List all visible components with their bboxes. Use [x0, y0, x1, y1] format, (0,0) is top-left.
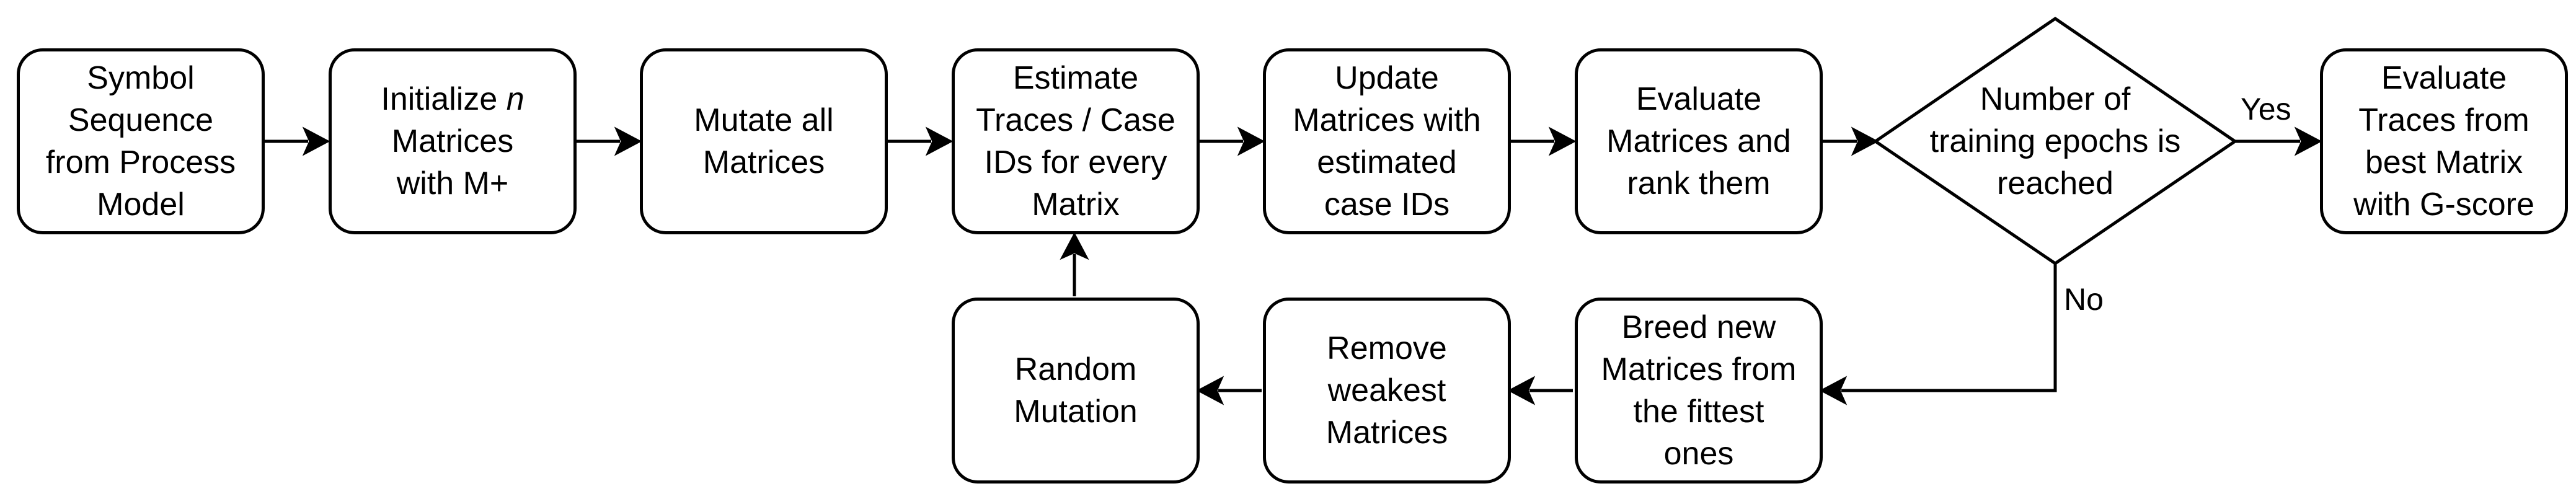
node-breed-line-1: Breed new [1621, 309, 1776, 345]
node-symbol-sequence: Symbol Sequence from Process Model [17, 48, 265, 234]
node-random-mutation: Random Mutation [952, 298, 1200, 484]
node-symbol-sequence-line-2: Sequence [68, 102, 214, 138]
node-initialize: Initialize n Matrices with M+ [329, 48, 577, 234]
node-symbol-sequence-line-4: Model [97, 187, 185, 223]
node-remove-weakest-line-1: Remove [1327, 330, 1447, 366]
node-update-matrices-line-4: case IDs [1324, 187, 1450, 223]
decision-label-line-2: training epochs is [1929, 123, 2181, 159]
arrowhead-initialize [302, 126, 330, 156]
node-evaluate-rank-line-2: Matrices and [1606, 123, 1791, 159]
arrowhead-estimate [925, 126, 954, 156]
node-breed-line-4: ones [1663, 436, 1734, 472]
edge-label-yes: Yes [2238, 92, 2294, 126]
edge-decision-no [1841, 263, 2057, 392]
decision-label-line-1: Number of [1980, 81, 2131, 117]
node-initialize-line-2: Matrices [391, 123, 514, 159]
node-random-mutation-line-1: Random [1014, 351, 1137, 387]
node-update-matrices: Update Matrices with estimated case IDs [1263, 48, 1511, 234]
node-initialize-line-1: Initialize n [381, 78, 524, 120]
node-evaluate-rank: Evaluate Matrices and rank them [1575, 48, 1823, 234]
node-estimate-traces-line-4: Matrix [1032, 187, 1120, 223]
node-estimate-traces: Estimate Traces / Case IDs for every Mat… [952, 48, 1200, 234]
node-breed: Breed new Matrices from the fittest ones [1575, 298, 1823, 484]
node-symbol-sequence-line-1: Symbol [87, 60, 195, 96]
node-breed-line-2: Matrices from [1601, 351, 1797, 387]
decision-label-line-3: reached [1997, 166, 2113, 201]
node-breed-line-3: the fittest [1633, 394, 1764, 430]
node-remove-weakest: Remove weakest Matrices [1263, 298, 1511, 484]
node-estimate-traces-line-1: Estimate [1012, 60, 1139, 96]
arrowhead-remove [1507, 376, 1536, 405]
node-initialize-line-3: with M+ [396, 166, 509, 201]
node-initialize-var: n [506, 81, 524, 117]
node-mutate-all-line-2: Matrices [702, 144, 825, 180]
arrowhead-mutate [614, 126, 642, 156]
node-random-mutation-line-2: Mutation [1014, 394, 1138, 430]
arrowhead-evaluate [1548, 126, 1577, 156]
node-estimate-traces-line-3: IDs for every [984, 144, 1167, 180]
edge-label-no: No [2061, 282, 2106, 317]
node-evaluate-best-line-4: with G-score [2353, 187, 2534, 223]
arrowhead-random [1196, 376, 1224, 405]
node-evaluate-rank-line-3: rank them [1627, 166, 1771, 201]
node-evaluate-best: Evaluate Traces from best Matrix with G-… [2320, 48, 2568, 234]
arrowhead-estimate-up [1060, 232, 1089, 260]
arrowhead-decision [1851, 126, 1879, 156]
decision-label: Number of training epochs is reached [1879, 74, 2232, 208]
node-update-matrices-line-2: Matrices with [1293, 102, 1481, 138]
node-initialize-prefix: Initialize [381, 81, 507, 117]
node-evaluate-best-line-3: best Matrix [2365, 144, 2523, 180]
arrowhead-breed [1819, 376, 1848, 405]
node-evaluate-best-line-1: Evaluate [2381, 60, 2507, 96]
node-remove-weakest-line-2: weakest [1327, 373, 1446, 408]
node-symbol-sequence-line-3: from Process [45, 144, 236, 180]
node-update-matrices-line-1: Update [1335, 60, 1439, 96]
node-mutate-all-line-1: Mutate all [694, 102, 834, 138]
arrowhead-evaluate-best [2294, 126, 2322, 156]
node-evaluate-best-line-2: Traces from [2358, 102, 2530, 138]
node-update-matrices-line-3: estimated [1317, 144, 1457, 180]
node-remove-weakest-line-3: Matrices [1326, 415, 1448, 451]
node-evaluate-rank-line-1: Evaluate [1635, 81, 1762, 117]
arrowhead-update [1237, 126, 1265, 156]
node-estimate-traces-line-2: Traces / Case [976, 102, 1175, 138]
node-mutate-all: Mutate all Matrices [640, 48, 888, 234]
